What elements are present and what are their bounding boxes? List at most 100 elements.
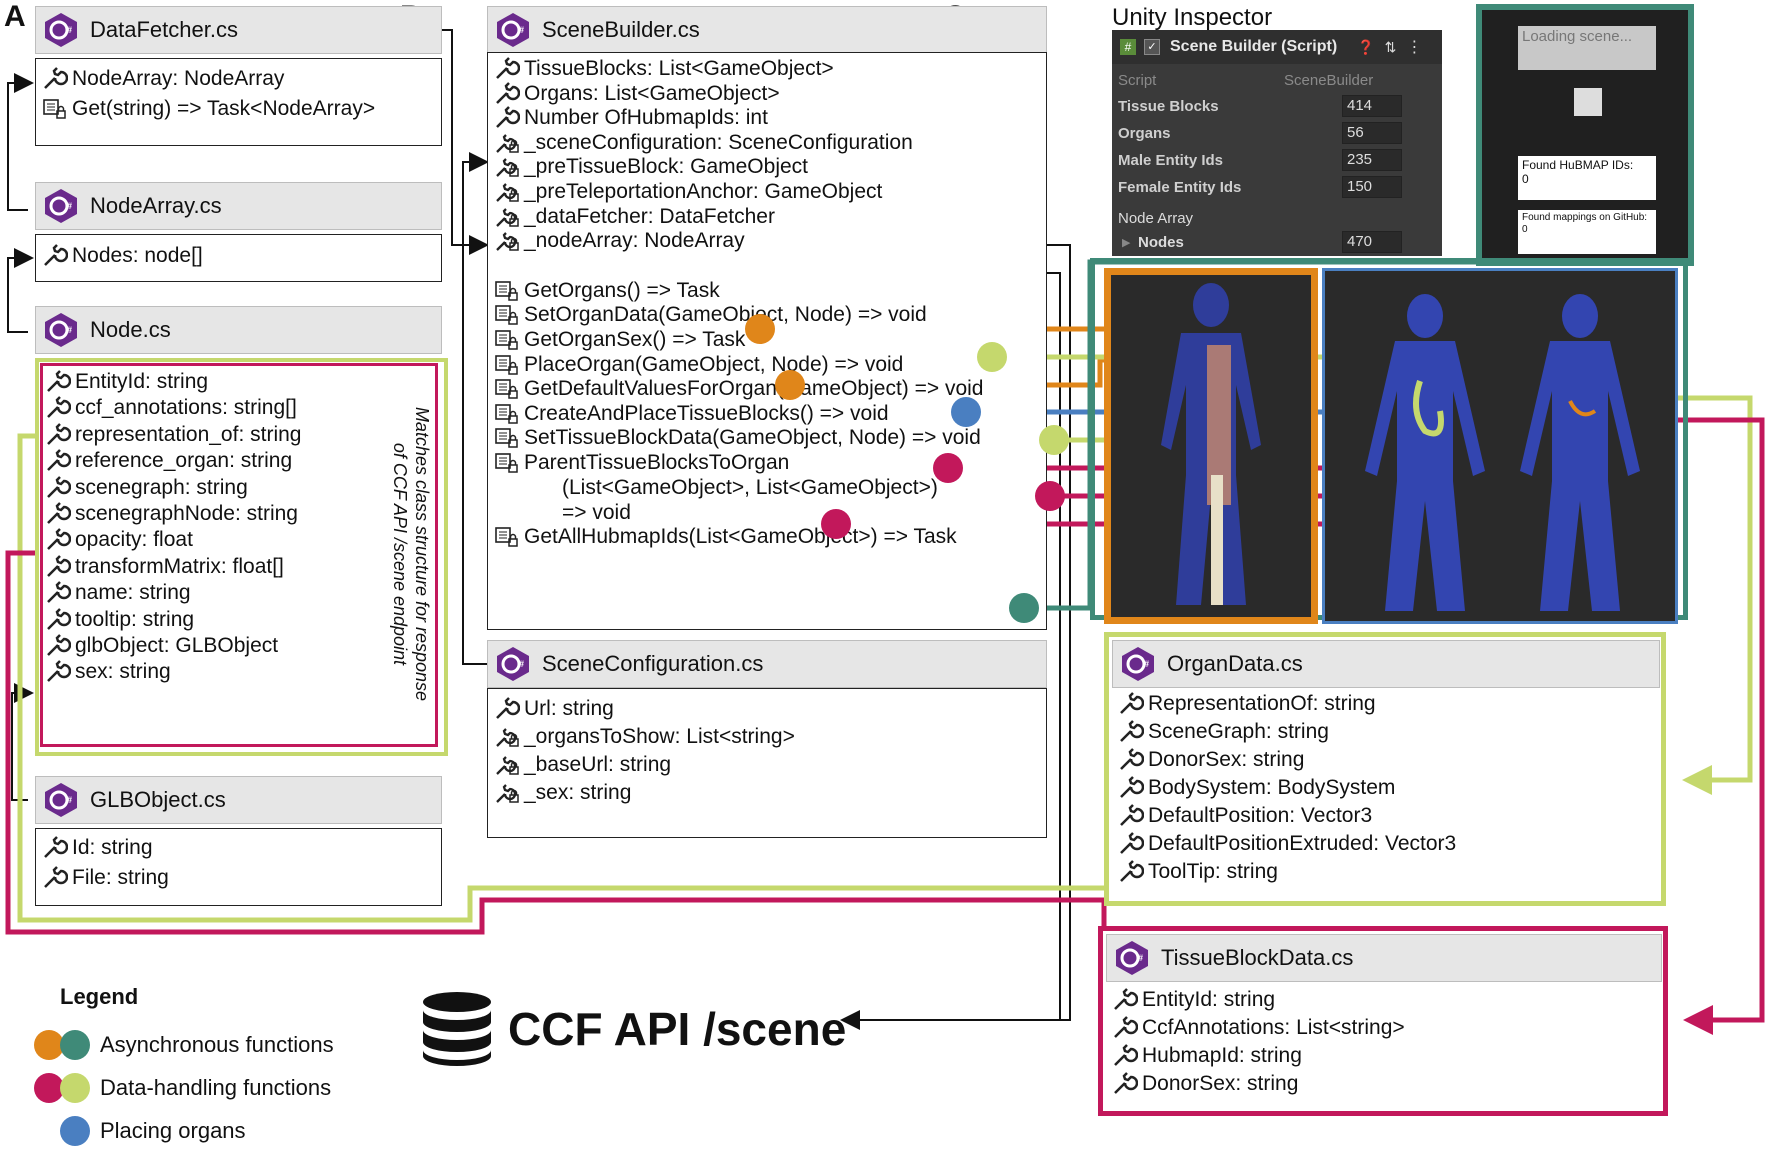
tissueblockdata-frame — [1098, 926, 1668, 1116]
dot-parenttissue — [821, 509, 851, 539]
organdata-title: OrganData.cs — [1167, 651, 1303, 676]
method-icon — [494, 402, 520, 426]
method-text: PlaceOrgan(GameObject, Node) => void — [524, 353, 904, 376]
inspector-row-label: Tissue Blocks — [1118, 97, 1219, 115]
datafetcher-header: # DataFetcher.cs — [35, 6, 442, 54]
field-text: _nodeArray: NodeArray — [524, 229, 745, 253]
dot-getdefaultvalues — [1039, 425, 1069, 455]
method-text: SetOrganData(GameObject, Node) => void — [524, 303, 927, 326]
method-text: GetAllHubmapIds(List<GameObject>) => Tas… — [524, 525, 957, 548]
dot-getorgansex — [775, 370, 805, 400]
dot-placeorgan — [951, 397, 981, 427]
member-text: name: string — [75, 581, 191, 605]
wrench-icon — [45, 581, 72, 605]
expand-arrow-icon[interactable]: ▶ — [1122, 236, 1131, 249]
link-sceneconfig-to-scenebuilder — [462, 152, 489, 665]
nodearray-header: # NodeArray.cs — [35, 182, 442, 230]
wrench-icon — [1112, 1072, 1139, 1096]
svg-text:#: # — [519, 659, 524, 669]
member-row: HubmapId: string — [1106, 1044, 1302, 1068]
inspector-row-value[interactable]: 414 — [1342, 95, 1402, 117]
settings-icon[interactable]: ⇅ — [1384, 38, 1397, 55]
private-field-icon — [494, 753, 520, 777]
legend-swatch-teal — [60, 1030, 90, 1060]
method-row: SetOrganData(GameObject, Node) => void — [488, 303, 927, 327]
help-icon[interactable]: ❓ — [1357, 38, 1375, 55]
private-field-icon — [494, 781, 520, 805]
tissueblockdata-header: # TissueBlockData.cs — [1106, 934, 1662, 982]
method-lock-icon — [42, 97, 68, 121]
method-icon — [494, 451, 520, 475]
enabled-checkbox[interactable]: ✓ — [1144, 39, 1160, 55]
panel-label-a: A — [4, 0, 26, 33]
more-icon[interactable]: ⋮ — [1406, 39, 1423, 56]
field-row: _dataFetcher: DataFetcher — [488, 205, 775, 229]
svg-text:#: # — [67, 201, 72, 211]
glbobject-header: # GLBObject.cs — [35, 776, 442, 824]
node-title: Node.cs — [90, 317, 171, 342]
node-highlight-frame — [40, 363, 438, 747]
glbobject-title: GLBObject.cs — [90, 787, 226, 812]
inspector-nodes-row[interactable]: ▶ Nodes 470 — [1112, 230, 1442, 254]
legend-item-data: Data-handling functions — [34, 1073, 331, 1103]
api-label: CCF API /scene — [508, 1003, 847, 1055]
link-node-to-nodearray — [7, 248, 34, 333]
nodearray-body: Nodes: node[] — [35, 234, 442, 282]
member-text: CcfAnnotations: List<string> — [1142, 1016, 1405, 1039]
dot-settissueblockdata — [1035, 481, 1065, 511]
nodes-label: Nodes — [1138, 233, 1184, 251]
sceneconfiguration-title: SceneConfiguration.cs — [542, 651, 764, 676]
member-text: HubmapId: string — [1142, 1044, 1302, 1067]
member-text: _baseUrl: string — [524, 753, 672, 776]
nodes-value[interactable]: 470 — [1342, 231, 1402, 253]
node-note: Matches class structure for response of … — [390, 406, 432, 702]
organdata-frame — [1104, 632, 1666, 906]
wrench-icon — [42, 67, 69, 91]
csharp-icon: # — [494, 645, 532, 683]
wrench-icon — [1118, 832, 1145, 856]
found-mappings-label: Found mappings on GitHub: — [1522, 212, 1648, 223]
scenebuilder-title: SceneBuilder.cs — [542, 17, 700, 42]
inspector-nodearray-row: Node Array — [1112, 206, 1442, 230]
method-text: SetTissueBlockData(GameObject, Node) => … — [524, 426, 981, 449]
member-text: scenegraphNode: string — [75, 502, 298, 525]
method-text: ParentTissueBlocksToOrgan — [524, 451, 790, 474]
member-row: ccf_annotations: string[] — [39, 396, 297, 420]
method-row: GetDefaultValuesForOrgan(GameObject) => … — [488, 377, 984, 401]
inspector-row-value[interactable]: 56 — [1342, 122, 1402, 144]
private-field-icon — [494, 725, 520, 749]
wrench-icon — [45, 528, 72, 552]
field-row: _preTeleportationAnchor: GameObject — [488, 180, 882, 204]
method-row: ParentTissueBlocksToOrgan — [488, 451, 789, 475]
dot-getallhubmapids — [1009, 593, 1039, 623]
inspector-row-value[interactable]: 150 — [1342, 176, 1402, 198]
legend-swatch-magenta — [34, 1073, 64, 1103]
svg-text:#: # — [1144, 659, 1149, 669]
csharp-icon: # — [494, 11, 532, 49]
method-icon — [494, 328, 520, 352]
legend-swatch-blue — [60, 1116, 90, 1146]
member-row: representation_of: string — [39, 423, 301, 447]
datafetcher-body: NodeArray: NodeArray Get(string) => Task… — [35, 58, 442, 146]
found-ids-label: Found HuBMAP IDs: — [1522, 158, 1634, 172]
inspector-row-value[interactable]: 235 — [1342, 149, 1402, 171]
wrench-icon — [1118, 776, 1145, 800]
legend-label: Data-handling functions — [100, 1075, 332, 1100]
field-text: _dataFetcher: DataFetcher — [524, 204, 775, 228]
member-text: DonorSex: string — [1142, 1072, 1299, 1095]
method-icon — [494, 353, 520, 377]
found-mappings-box: Found mappings on GitHub: 0 — [1518, 210, 1656, 254]
member-row: DonorSex: string — [1106, 1072, 1298, 1096]
script-value: SceneBuilder — [1284, 71, 1374, 89]
wrench-icon — [1118, 804, 1145, 828]
member-row: DefaultPositionExtruded: Vector3 — [1112, 832, 1456, 856]
script-label: Script — [1118, 71, 1157, 89]
member-text: Nodes: node[] — [72, 244, 203, 267]
member-text: opacity: float — [75, 528, 193, 552]
member-text: ToolTip: string — [1148, 860, 1278, 883]
wrench-icon — [494, 106, 521, 130]
inspector-script-row: Script SceneBuilder — [1112, 68, 1442, 92]
